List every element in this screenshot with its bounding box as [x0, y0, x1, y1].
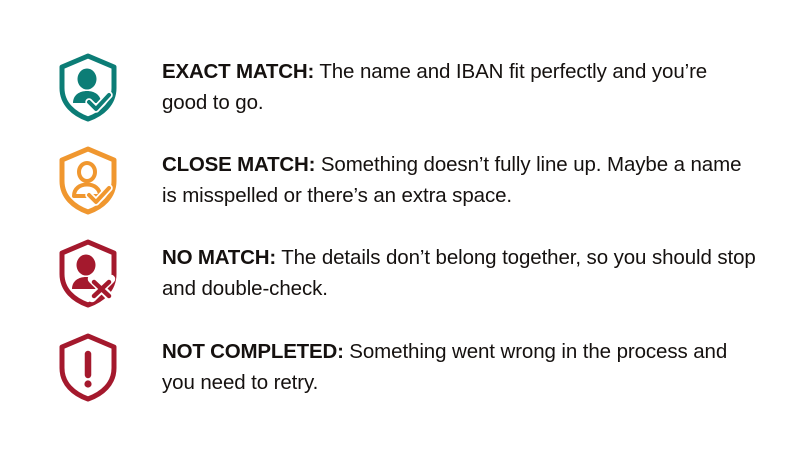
shield-exclamation-icon — [56, 330, 130, 402]
legend-row-no-match: NO MATCH: The details don’t belong toget… — [56, 236, 756, 308]
shield-person-outline-check-icon — [56, 143, 130, 215]
legend-row-close-match: CLOSE MATCH: Something doesn’t fully lin… — [56, 143, 756, 215]
legend-description: The name and IBAN fit perfectly and you’… — [162, 60, 708, 114]
legend-term: EXACT MATCH: — [162, 60, 315, 83]
shield-person-check-icon — [56, 50, 130, 122]
legend-paragraph: EXACT MATCH: The name and IBAN fit perfe… — [162, 56, 756, 118]
legend-row-exact-match: EXACT MATCH: The name and IBAN fit perfe… — [56, 50, 756, 122]
legend-text-close-match: CLOSE MATCH: Something doesn’t fully lin… — [130, 143, 756, 211]
legend-description: Something doesn’t fully line up. Maybe a… — [162, 153, 742, 207]
legend-text-exact-match: EXACT MATCH: The name and IBAN fit perfe… — [130, 50, 756, 118]
legend-term: NO MATCH: — [162, 246, 276, 269]
shield-person-cross-icon — [56, 236, 130, 308]
legend-term: CLOSE MATCH: — [162, 153, 316, 176]
legend-description: The details don’t belong together, so yo… — [162, 246, 756, 300]
legend-paragraph: CLOSE MATCH: Something doesn’t fully lin… — [162, 149, 756, 211]
legend-text-no-match: NO MATCH: The details don’t belong toget… — [130, 236, 756, 304]
legend-text-not-completed: NOT COMPLETED: Something went wrong in t… — [130, 330, 756, 398]
legend-term: NOT COMPLETED: — [162, 340, 344, 363]
legend-paragraph: NO MATCH: The details don’t belong toget… — [162, 242, 756, 304]
legend-description: Something went wrong in the process and … — [162, 340, 728, 394]
legend-paragraph: NOT COMPLETED: Something went wrong in t… — [162, 336, 756, 398]
legend-row-not-completed: NOT COMPLETED: Something went wrong in t… — [56, 330, 756, 402]
